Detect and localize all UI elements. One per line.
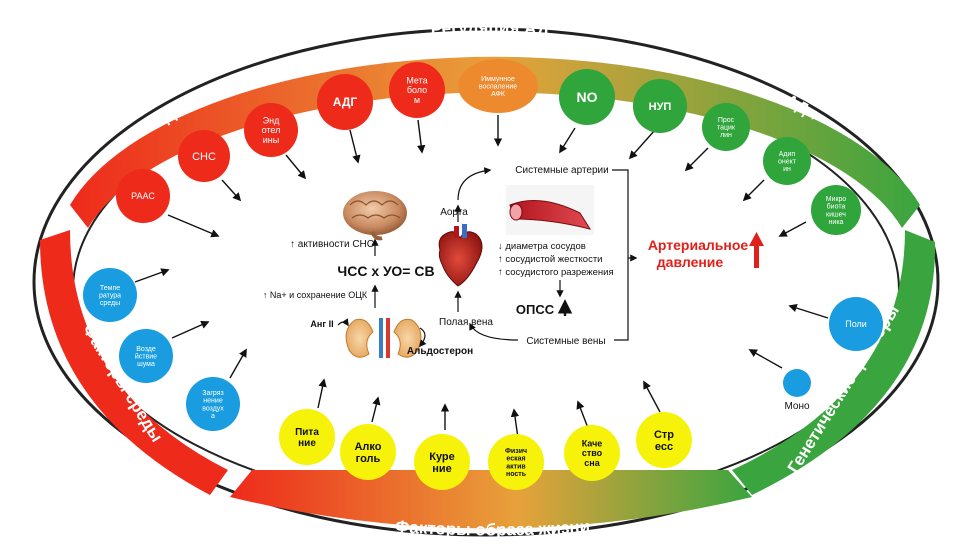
opss-text: ОПСС [516,302,555,317]
band-right [732,230,936,495]
environment-arrows [134,268,247,379]
node-mono-label: Моно [784,401,810,412]
lifestyle-arrows [317,378,661,439]
vessel-rarefaction-text: ↑ сосудистого разрежения [498,267,614,278]
systemic-veins-text: Системные вены [526,336,605,347]
na-retention-text: ↑ Na+ и сохранение ОЦК [263,290,368,300]
bp-line1: Артериальное [648,237,749,253]
bp-up-arrow [749,232,764,268]
node-no: NO [559,69,615,125]
genetic-arrows [748,304,829,369]
band-left [40,230,228,495]
svg-text:НУП: НУП [649,101,672,113]
node-nup: НУП [633,79,687,133]
sns-activity-text: ↑ активности СНС [290,239,374,250]
aldosteron-text: Альдостерон [407,346,473,357]
ang2-arrow [337,318,349,327]
heart-icon [438,224,483,287]
circulation-bracket [612,169,629,341]
brain-icon [343,191,407,241]
aorta-to-arteries-arrow [457,167,492,201]
svg-text:NO: NO [577,89,598,105]
node-raas: РААС [116,169,170,223]
node-poly: Поли [829,297,883,351]
band-top [70,56,920,229]
regulation-arrows [167,115,807,238]
node-sns: СНС [178,130,230,182]
band-bottom-label: Факторы образа жизни [394,517,590,539]
aorta-text: Аорта [440,207,468,218]
outer-ring [32,27,940,537]
svg-text:СНС: СНС [192,151,216,163]
vena-cava-text: Полая вена [439,317,493,328]
node-mono [783,369,811,397]
svg-text:Поли: Поли [845,319,867,329]
vessel-icon [506,185,594,235]
vessel-stiffness-text: ↑ сосудистой жесткости [498,254,602,265]
veins-to-vena-arrow [469,322,519,341]
svg-text:РААС: РААС [131,191,155,201]
band-bottom [230,470,752,529]
vessel-diameter-text: ↓ диаметра сосудов [498,241,586,252]
aldosteron-arrow [419,327,427,348]
systemic-arteries-text: Системные артерии [515,165,608,176]
band-top-label: Регуляция АД [430,18,550,39]
bp-line2: давление [657,254,724,270]
formula-text: ЧСС х УО= СВ [337,263,434,279]
node-adg: АДГ [317,74,373,130]
ang2-text: Анг II [310,319,333,329]
kidneys-icon [345,318,422,358]
svg-text:АДГ: АДГ [333,95,358,109]
